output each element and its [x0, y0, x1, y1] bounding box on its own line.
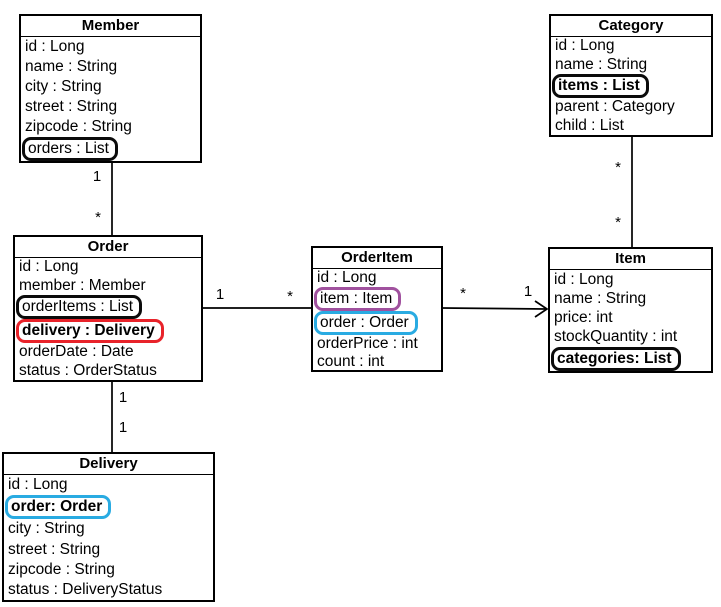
field-row: item : Item — [313, 287, 441, 311]
field-row: price: int — [550, 309, 711, 328]
field-text: street : String — [8, 540, 101, 558]
class-orderitem-title: OrderItem — [313, 248, 441, 269]
field-text: stockQuantity : int — [554, 328, 678, 346]
field-text-highlighted: categories: List — [551, 347, 681, 371]
field-row: member : Member — [15, 277, 201, 296]
class-order-fields: id : Long member : Member orderItems : L… — [15, 258, 201, 380]
field-row: categories: List — [550, 347, 711, 371]
field-text-highlighted: orders : List — [22, 137, 118, 161]
class-order: Order id : Long member : Member orderIte… — [13, 235, 203, 382]
field-text: zipcode : String — [8, 560, 115, 578]
field-row: zipcode : String — [21, 117, 200, 137]
field-row: city : String — [21, 77, 200, 97]
field-text: parent : Category — [555, 98, 675, 116]
mult-category-side: * — [615, 159, 621, 176]
field-text: name : String — [555, 55, 648, 73]
field-text: member : Member — [19, 276, 146, 294]
class-member: Member id : Long name : String city : St… — [19, 14, 202, 163]
mult-order-right-side: 1 — [215, 286, 225, 303]
mult-orderitem-left-side: * — [287, 288, 293, 305]
field-row: id : Long — [4, 475, 213, 495]
field-row: order: Order — [4, 495, 213, 520]
field-text: id : Long — [555, 37, 615, 55]
field-row: orderItems : List — [15, 295, 201, 319]
field-row: items : List — [551, 74, 711, 98]
field-row: orderPrice : int — [313, 335, 441, 353]
mult-delivery-side: 1 — [118, 419, 128, 436]
mult-item-top-side: * — [615, 214, 621, 231]
mult-item-left-side: 1 — [523, 283, 533, 300]
field-text: id : Long — [554, 270, 614, 288]
field-text: orderDate : Date — [19, 343, 134, 361]
field-row: zipcode : String — [4, 560, 213, 580]
field-text-highlighted: order: Order — [5, 495, 112, 520]
class-delivery-fields: id : Long order: Order city : String str… — [4, 475, 213, 600]
class-delivery: Delivery id : Long order: Order city : S… — [2, 452, 215, 602]
field-text: price: int — [554, 309, 613, 327]
class-item: Item id : Long name : String price: int … — [548, 247, 713, 373]
field-row: stockQuantity : int — [550, 328, 711, 347]
field-text: child : List — [555, 116, 624, 134]
field-text: name : String — [554, 289, 647, 307]
field-row: orders : List — [21, 137, 200, 161]
mult-member-side: 1 — [92, 168, 102, 185]
field-row: id : Long — [551, 37, 711, 56]
field-row: city : String — [4, 519, 213, 539]
field-row: delivery : Delivery — [15, 319, 201, 343]
field-text: city : String — [8, 520, 85, 538]
class-item-title: Item — [550, 249, 711, 270]
field-row: street : String — [21, 97, 200, 117]
field-text: id : Long — [19, 258, 79, 276]
field-row: name : String — [21, 57, 200, 77]
field-text: city : String — [25, 78, 102, 95]
class-orderitem: OrderItem id : Long item : Item order : … — [311, 246, 443, 372]
field-text-highlighted: items : List — [552, 74, 649, 98]
field-row: street : String — [4, 539, 213, 559]
mult-orderitem-right-side: * — [460, 285, 466, 302]
class-category-fields: id : Long name : String items : List par… — [551, 37, 711, 135]
field-row: status : OrderStatus — [15, 362, 201, 381]
field-row: status : DeliveryStatus — [4, 580, 213, 600]
field-text: name : String — [25, 58, 118, 75]
field-text: id : Long — [317, 269, 377, 286]
class-orderitem-fields: id : Long item : Item order : Order orde… — [313, 269, 441, 371]
class-delivery-title: Delivery — [4, 454, 213, 475]
field-text: street : String — [25, 98, 118, 115]
field-text-highlighted: item : Item — [314, 287, 402, 311]
mult-order-top-side: * — [95, 209, 101, 226]
field-row: id : Long — [313, 269, 441, 287]
field-text: status : OrderStatus — [19, 361, 157, 379]
field-text: status : DeliveryStatus — [8, 580, 163, 598]
class-member-fields: id : Long name : String city : String st… — [21, 37, 200, 161]
class-member-title: Member — [21, 16, 200, 37]
class-category-title: Category — [551, 16, 711, 37]
class-order-title: Order — [15, 237, 201, 258]
class-item-fields: id : Long name : String price: int stock… — [550, 270, 711, 371]
mult-order-bottom-side: 1 — [118, 389, 128, 406]
field-row: order : Order — [313, 311, 441, 335]
field-text-highlighted: orderItems : List — [16, 295, 143, 319]
field-row: id : Long — [21, 37, 200, 57]
line-orderitem-item — [441, 307, 547, 310]
field-text-highlighted: order : Order — [314, 311, 418, 335]
field-text: count : int — [317, 353, 385, 370]
field-row: name : String — [550, 289, 711, 308]
field-row: id : Long — [15, 258, 201, 277]
field-row: child : List — [551, 117, 711, 136]
field-text: zipcode : String — [25, 118, 132, 135]
field-row: parent : Category — [551, 98, 711, 117]
field-text-highlighted: delivery : Delivery — [16, 319, 164, 343]
field-text: id : Long — [25, 38, 85, 55]
class-category: Category id : Long name : String items :… — [549, 14, 713, 137]
field-row: orderDate : Date — [15, 343, 201, 362]
field-text: id : Long — [8, 476, 68, 494]
field-text: orderPrice : int — [317, 335, 418, 352]
arrowhead-to-item — [534, 300, 549, 318]
field-row: count : int — [313, 353, 441, 371]
field-row: id : Long — [550, 270, 711, 289]
field-row: name : String — [551, 56, 711, 75]
